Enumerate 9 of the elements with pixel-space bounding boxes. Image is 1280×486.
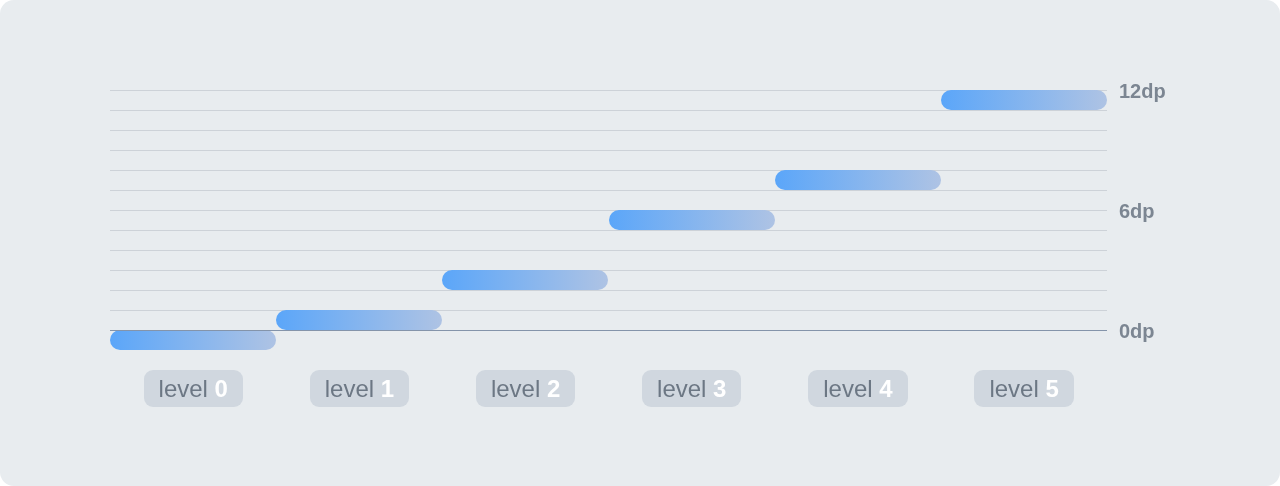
bar <box>608 210 775 230</box>
bar <box>276 310 443 330</box>
axis-tick-label: 0dp <box>1119 319 1155 344</box>
axis-tick-label: 6dp <box>1119 199 1155 224</box>
bar <box>940 90 1107 110</box>
bar <box>442 270 609 290</box>
bar <box>110 330 277 350</box>
bar <box>774 170 941 190</box>
axis-tick-label: 12dp <box>1119 79 1166 104</box>
